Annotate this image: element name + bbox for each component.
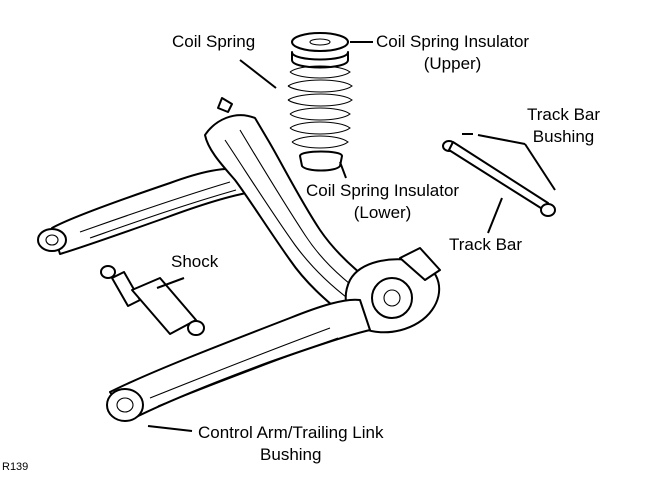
label-coil-spring-insulator-lower: Coil Spring Insulator (Lower) <box>306 180 459 224</box>
label-coil-spring-insulator-upper-line2: (Upper) <box>423 54 482 73</box>
label-track-bar-text: Track Bar <box>449 235 523 254</box>
lower-trailing-arm <box>106 298 371 422</box>
label-track-bar-bushing-line2: Bushing <box>532 127 595 146</box>
label-coil-spring-text: Coil Spring <box>172 32 256 51</box>
label-control-arm-bushing-line2: Bushing <box>260 445 322 464</box>
label-track-bar-bushing: Track Bar Bushing <box>527 104 600 148</box>
label-coil-spring: Coil Spring <box>172 31 255 53</box>
label-coil-spring-insulator-lower-line2: (Lower) <box>353 203 412 222</box>
label-shock-text: Shock <box>171 252 219 271</box>
figure-id: R139 <box>2 461 29 473</box>
label-coil-spring-insulator-lower-line1: Coil Spring Insulator <box>306 181 460 200</box>
leader-lines <box>147 41 556 432</box>
label-control-arm-bushing: Control Arm/Trailing Link Bushing <box>198 422 384 466</box>
upper-trailing-arm <box>37 167 253 255</box>
label-shock: Shock <box>171 251 218 273</box>
track-bar <box>442 140 556 217</box>
coil-spring <box>287 32 353 172</box>
shock-absorber <box>100 265 205 336</box>
label-track-bar-bushing-line1: Track Bar <box>527 105 601 124</box>
label-coil-spring-insulator-upper: Coil Spring Insulator (Upper) <box>376 31 529 75</box>
label-control-arm-bushing-line1: Control Arm/Trailing Link <box>198 423 384 442</box>
crossmember <box>204 97 376 321</box>
label-coil-spring-insulator-upper-line1: Coil Spring Insulator <box>376 32 530 51</box>
label-track-bar: Track Bar <box>449 234 522 256</box>
